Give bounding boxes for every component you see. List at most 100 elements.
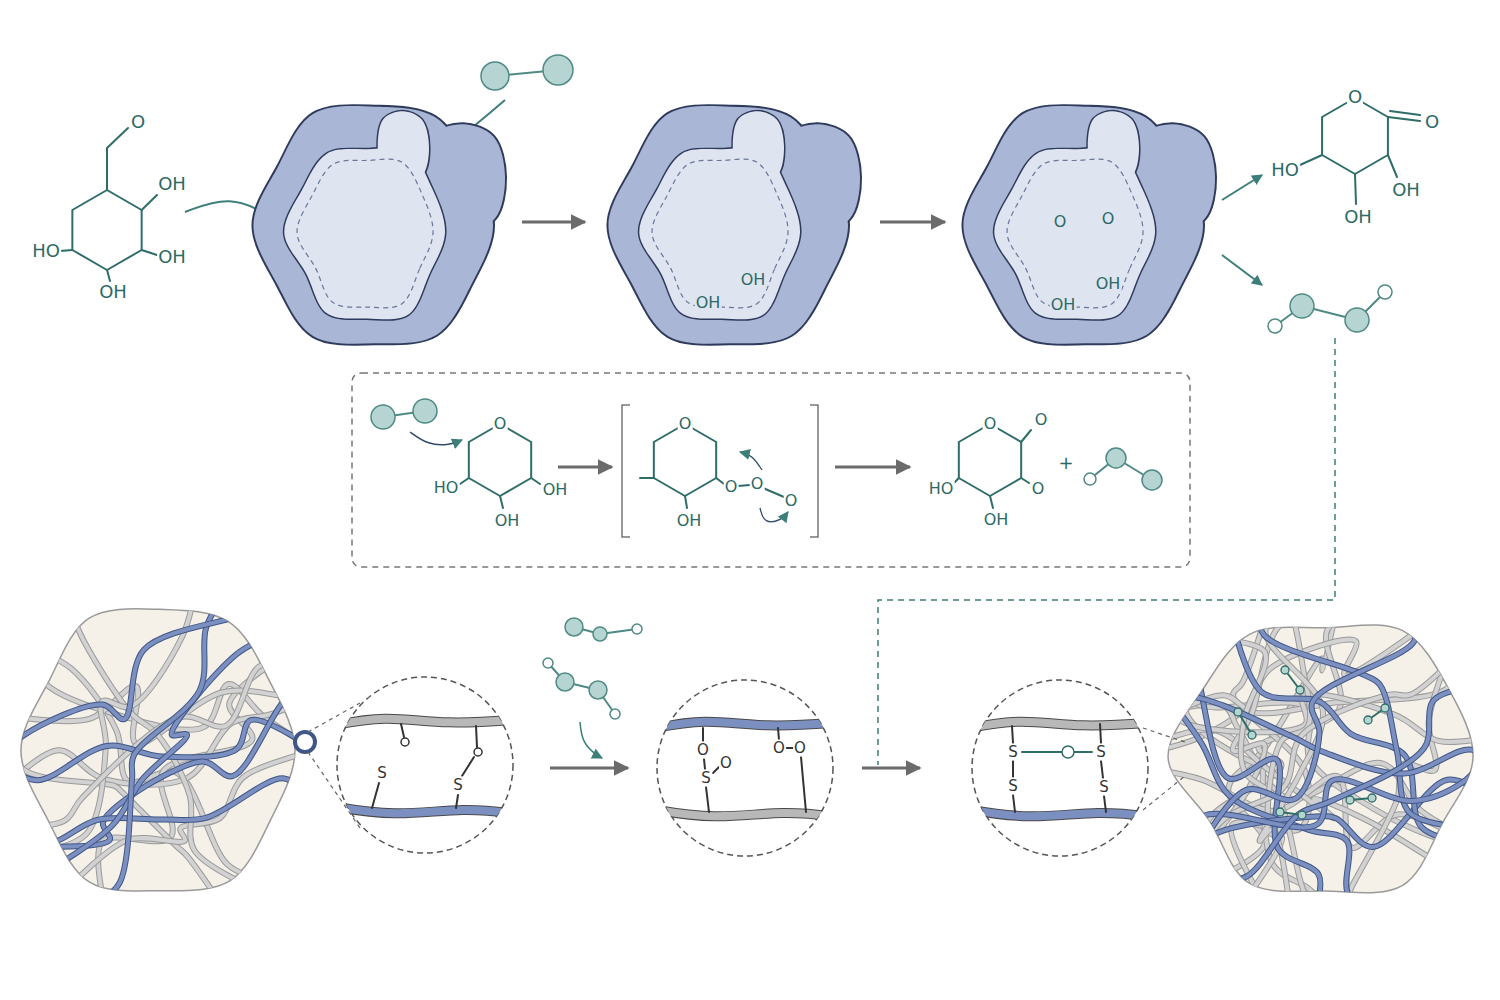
zoom-view: [960, 680, 1160, 856]
bond-line: [1021, 478, 1029, 483]
bond-line: [142, 250, 157, 255]
sugar-ring: [469, 424, 531, 496]
bond-line: [778, 728, 779, 740]
bond-line: [1013, 795, 1015, 812]
protein-fiber: [1217, 686, 1478, 882]
bond-line: [476, 726, 477, 747]
step-arrow: [558, 466, 612, 469]
oxygen-atom: [1084, 473, 1096, 485]
fiber-loop: [295, 732, 315, 752]
active-site: [733, 111, 784, 183]
crosslink-atom: [1248, 731, 1256, 739]
bond-line: [460, 478, 469, 484]
step-arrow: [862, 767, 920, 770]
crosslink-atom: [1381, 704, 1389, 712]
chem-label: S: [1007, 778, 1019, 795]
chem-label: O: [1034, 411, 1049, 429]
step-arrow: [880, 221, 945, 224]
zoom-view: [325, 677, 525, 853]
protein-fiber: [1193, 624, 1419, 860]
chem-label: HO: [433, 479, 460, 497]
chem-label: O: [1424, 112, 1440, 132]
pocket-outline: [1088, 111, 1139, 183]
bond-line: [456, 795, 458, 808]
fiber-strand: [645, 722, 845, 730]
bond-line: [60, 250, 72, 251]
oxygen-atom: [543, 658, 553, 668]
oxidation-arrow: [580, 722, 602, 758]
chem-label: O: [1347, 87, 1363, 107]
bond-line: [531, 478, 540, 484]
bond-line: [500, 496, 503, 508]
fiber-strand: [960, 722, 1160, 730]
chem-label: O: [678, 415, 693, 433]
zoom-view: [645, 680, 845, 856]
enzyme: [608, 106, 860, 344]
peroxide-molecules: [543, 618, 642, 719]
sugar-ring: [959, 424, 1021, 496]
chem-label: OH: [1095, 275, 1122, 293]
step-arrow: [550, 767, 628, 770]
oxygen-atom: [1345, 308, 1369, 332]
mechanism-panel: [352, 373, 1190, 567]
scheme: [5, 55, 1495, 919]
protein-fiber: [5, 612, 247, 754]
bond-line: [1388, 155, 1397, 177]
sugar-ring: [1322, 98, 1388, 174]
bond-line: [801, 757, 806, 812]
chem-label: OH: [1391, 180, 1421, 200]
bond-line: [1012, 761, 1014, 777]
bond-line: [786, 747, 793, 749]
zoom-line: [1143, 776, 1185, 810]
attack-arrow: [410, 432, 462, 445]
chem-label: O: [719, 755, 733, 772]
crosslink-atom: [1364, 716, 1372, 724]
zoom-circle: [972, 680, 1148, 856]
chem-label: O: [493, 415, 508, 433]
fiber-strand: [960, 808, 1160, 818]
pocket-dash: [652, 159, 788, 308]
chem-label: O: [696, 742, 710, 759]
bond-line: [1388, 117, 1420, 121]
bracket: [810, 405, 818, 537]
chem-label: O: [983, 415, 998, 433]
crosslink-atom: [1276, 808, 1284, 816]
sugar-ring: [654, 424, 716, 496]
chem-label: S: [1095, 744, 1107, 761]
pocket-outline: [733, 111, 784, 183]
crosslink-atom: [1281, 666, 1289, 674]
oxygen-atom: [1290, 294, 1314, 318]
electron-arrow: [760, 508, 788, 522]
chem-label: S: [1007, 744, 1019, 761]
glucose: [60, 128, 157, 281]
release-arrow: [1222, 175, 1262, 200]
bond-line: [1300, 155, 1322, 165]
oxygen-atom: [481, 62, 509, 90]
pocket-outline: [378, 111, 429, 183]
hydrogel-loose: [5, 588, 360, 906]
zoom-circle: [657, 680, 833, 856]
release-arrow: [1222, 255, 1262, 285]
dashed-panel: [352, 373, 1190, 567]
bond-line: [716, 478, 724, 484]
oxygen-atom: [593, 627, 607, 641]
crosslink-atom: [1298, 811, 1306, 819]
bond-line: [713, 767, 719, 773]
protein-fiber: [1233, 623, 1469, 844]
bond-line: [372, 783, 379, 808]
fiber-strand: [325, 805, 525, 815]
chem-label: OH: [983, 511, 1010, 529]
protein-fiber: [98, 598, 223, 903]
bond-line: [1021, 430, 1031, 442]
fiber-strand: [645, 808, 845, 818]
bond-line: [990, 496, 993, 508]
bond-line: [401, 724, 404, 737]
oxygen-atom: [556, 673, 574, 691]
bond-line: [1012, 726, 1013, 743]
active-site: [378, 111, 429, 183]
bond-line: [1390, 111, 1420, 115]
chem-label: HO: [928, 480, 955, 498]
chem-label: HO: [31, 241, 61, 261]
chem-label: O: [1031, 480, 1046, 498]
